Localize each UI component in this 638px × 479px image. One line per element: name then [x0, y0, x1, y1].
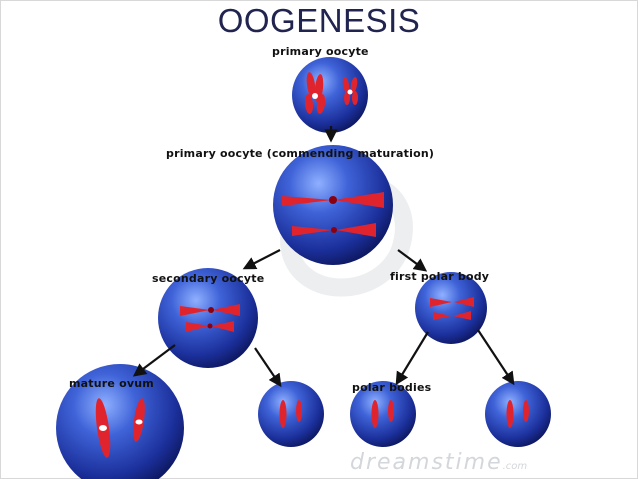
second-polar-body-cell	[258, 381, 324, 447]
maturing-oocyte-cell	[273, 145, 393, 265]
label-primary-oocyte: primary oocyte	[272, 45, 369, 58]
watermark-brand: dreamstime	[350, 450, 503, 475]
chromosome-tetrads	[282, 192, 384, 237]
label-commending-maturation: primary oocyte (commending maturation)	[166, 147, 435, 160]
chromosome-pair	[304, 72, 358, 114]
label-secondary-oocyte: secondary oocyte	[152, 272, 265, 285]
arrow-to-polar-a	[395, 331, 429, 386]
label-polar-bodies: polar bodies	[352, 381, 432, 394]
arrow-to-secondary	[242, 249, 281, 270]
primary-oocyte-cell	[292, 57, 368, 133]
polar-body-cell-a	[350, 381, 416, 447]
arrow-to-mature-ovum	[132, 344, 176, 377]
mature-ovum-cell	[56, 364, 184, 479]
arrow-to-first-polar	[397, 249, 428, 272]
arrow-to-polar-b	[477, 329, 515, 386]
diagram-title: OOGENESIS	[217, 2, 421, 39]
secondary-oocyte-cell	[158, 268, 258, 368]
first-polar-body-cell	[415, 272, 487, 344]
label-first-polar-body: first polar body	[390, 270, 490, 283]
watermark-suffix: .com	[502, 461, 528, 472]
arrow-to-second-polar	[254, 347, 282, 388]
polar-body-cell-b	[485, 381, 551, 447]
stock-watermark: dreamstime.com	[350, 450, 527, 475]
label-mature-ovum: mature ovum	[69, 377, 154, 390]
arrows	[132, 126, 515, 388]
